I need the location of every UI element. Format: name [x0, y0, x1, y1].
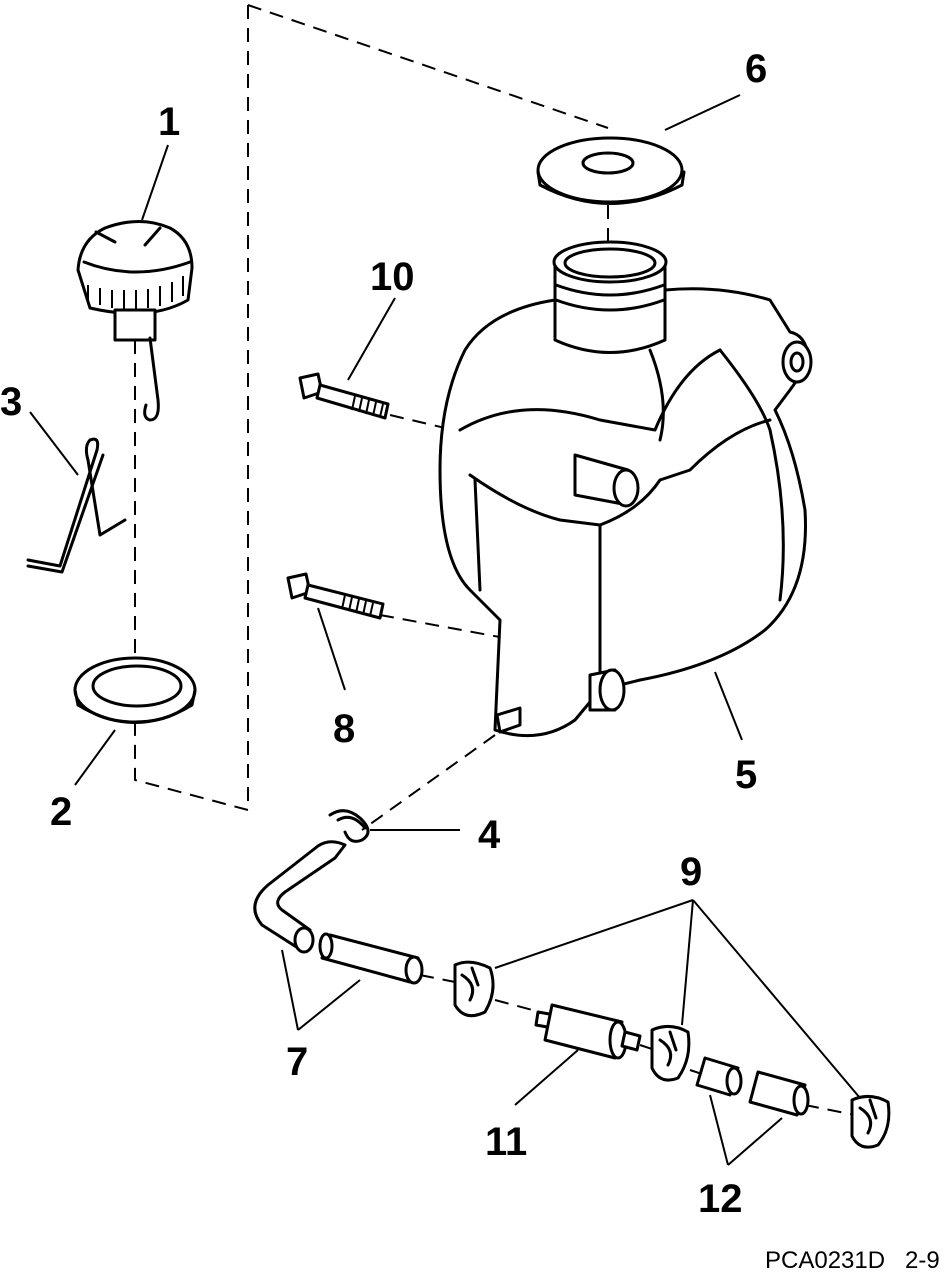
fuel-tank-part — [438, 240, 813, 738]
callout-11: 11 — [485, 1120, 527, 1164]
fuel-filter-part — [534, 1003, 642, 1060]
callout-4: 4 — [478, 813, 501, 857]
callout-10: 10 — [370, 255, 415, 299]
small-clamp-part — [453, 960, 495, 1018]
assembly-dashed-lines — [134, 4, 856, 1116]
callout-5: 5 — [735, 753, 757, 797]
callout-1: 1 — [158, 100, 180, 144]
callout-9: 9 — [680, 850, 702, 894]
upper-bolt-part — [298, 372, 390, 420]
lower-bolt-part — [286, 572, 385, 620]
callout-12: 12 — [698, 1177, 743, 1221]
callout-leader-lines — [29, 94, 861, 1166]
small-clamp-part — [850, 1095, 891, 1149]
cap-gasket-part — [73, 656, 197, 724]
callout-3: 3 — [0, 380, 22, 424]
retainer-clip-part — [26, 437, 127, 574]
short-hose-part — [748, 1070, 810, 1117]
tank-neck-gasket-part — [536, 136, 686, 205]
fuel-hose-part — [253, 840, 424, 985]
callout-2: 2 — [50, 790, 72, 834]
callout-7: 7 — [286, 1040, 308, 1084]
figure-code: PCA0231D — [765, 1247, 885, 1273]
callout-6: 6 — [745, 47, 767, 91]
hose-clamp-part — [328, 809, 370, 843]
filler-cap-part — [76, 220, 194, 422]
page-number: 2-9 — [905, 1247, 940, 1273]
callout-8: 8 — [333, 707, 355, 751]
short-hose-part — [695, 1056, 743, 1097]
small-clamp-part — [650, 1025, 691, 1082]
